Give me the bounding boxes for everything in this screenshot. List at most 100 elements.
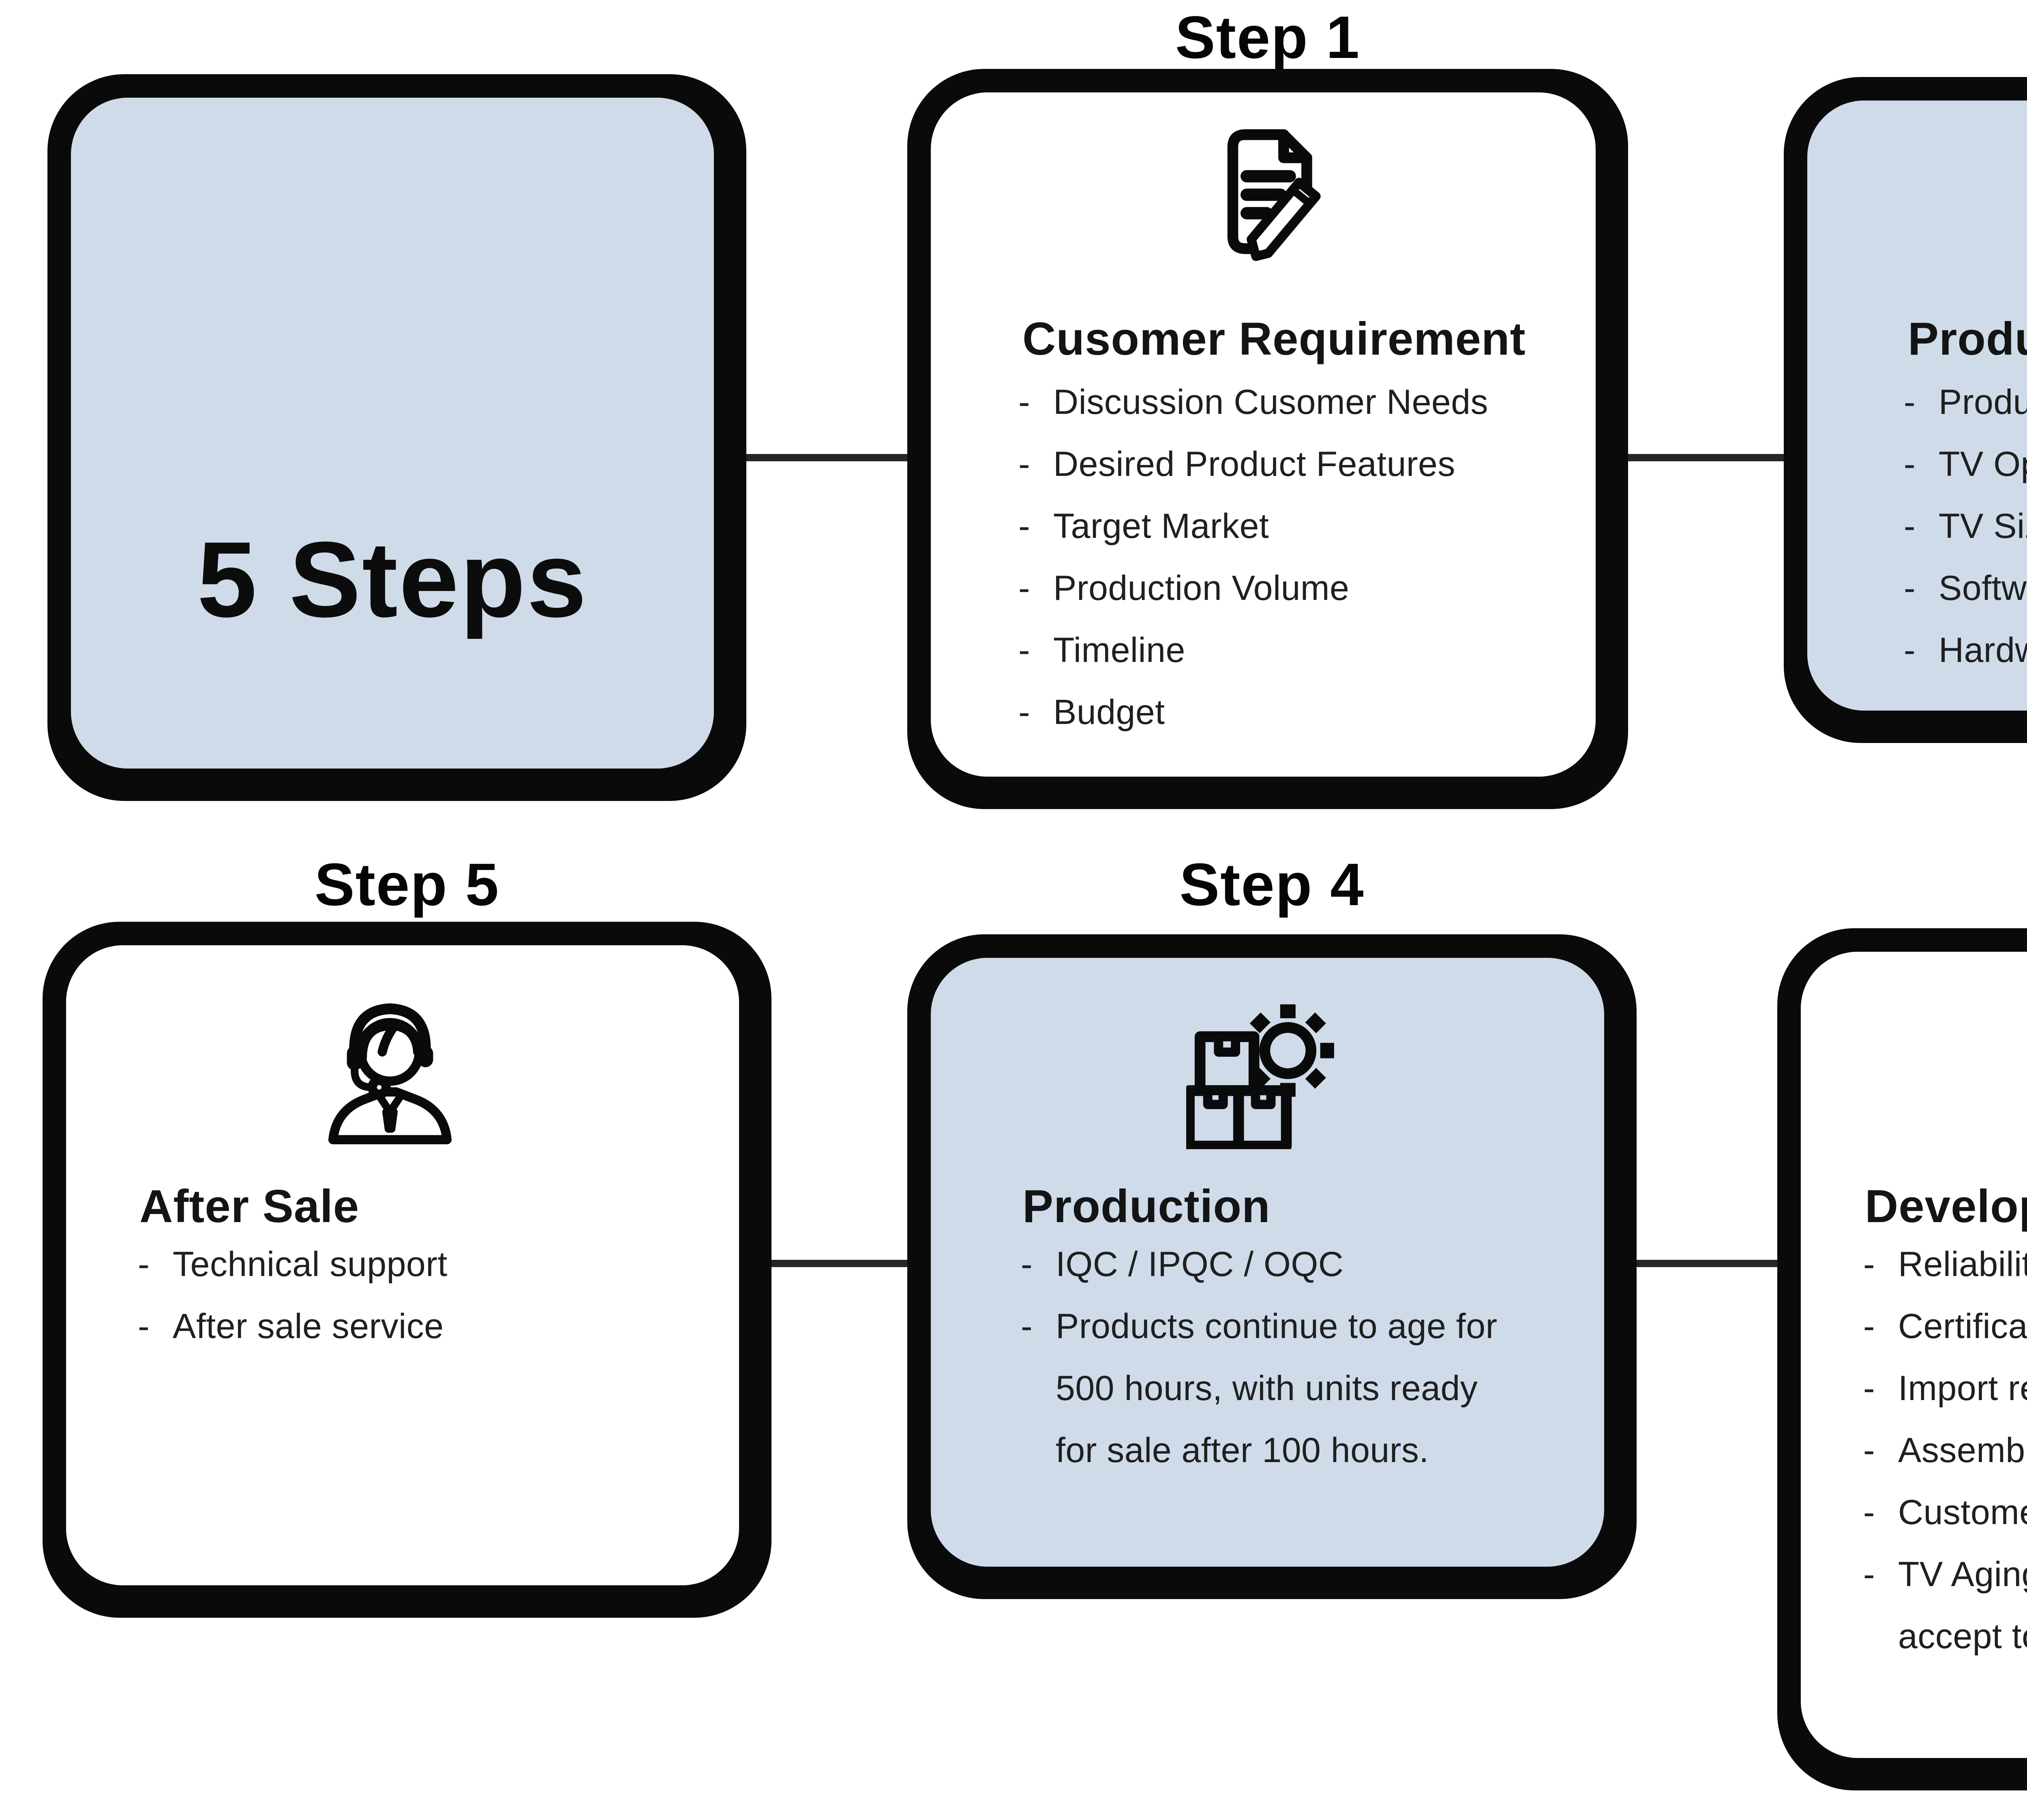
step1-title: Cusomer Requirement <box>1022 313 1526 365</box>
bullet-item: -Discussion Cusomer Needs <box>1018 371 1488 433</box>
bullet-item: -Hardware <box>1904 619 2027 681</box>
step5-card-body: After Sale -Technical support -After sal… <box>66 945 739 1585</box>
bullet-item: -Desired Product Features <box>1018 433 1488 495</box>
step1-card-body: Cusomer Requirement -Discussion Cusomer … <box>931 92 1596 777</box>
bullet-text: 500 hours, with units ready <box>1056 1369 1478 1408</box>
step1-label: Step 1 <box>1175 4 1361 71</box>
bullet-item: -Technical support <box>138 1233 448 1295</box>
bullet-item: -Certificate and license <box>1863 1295 2027 1358</box>
bullet-text: Import regulation apply <box>1898 1369 2027 1408</box>
step3-card-body: Development -Reliability test and materi… <box>1801 952 2027 1758</box>
bullet-dash: - <box>1904 507 1916 546</box>
step4-card: Production -IQC / IPQC / OQC -Products c… <box>907 934 1637 1599</box>
bullet-item: -IQC / IPQC / OQC <box>1021 1233 1498 1295</box>
step2-card: Product Selection -Product Customization… <box>1784 77 2027 743</box>
bullet-text: Budget <box>1053 693 1165 732</box>
step5-label: Step 5 <box>314 851 500 918</box>
bullet-text: IQC / IPQC / OQC <box>1056 1245 1344 1284</box>
bullet-dash: - <box>1018 569 1030 608</box>
bullet-text: Reliability test and material check <box>1898 1245 2027 1284</box>
bullet-item: -Product Customization <box>1904 371 2027 433</box>
support-agent-icon <box>313 990 467 1144</box>
bullet-item: -Software <box>1904 557 2027 619</box>
bullet-dash: - <box>1018 631 1030 670</box>
step2-card-body: Product Selection -Product Customization… <box>1807 101 2027 711</box>
bullet-continuation: accept to production <box>1863 1606 2027 1668</box>
bullet-dash: - <box>1863 1245 1875 1284</box>
step3-title: Development <box>1865 1181 2027 1232</box>
bullet-text: Desired Product Features <box>1053 445 1455 484</box>
bullet-item: -TV Size <box>1904 495 2027 557</box>
bullet-text: Assemble the sample TV <box>1898 1431 2027 1470</box>
bullet-dash: - <box>1021 1245 1033 1284</box>
bullet-continuation: for sale after 100 hours. <box>1021 1420 1498 1482</box>
step5-card: After Sale -Technical support -After sal… <box>43 922 771 1618</box>
bullet-dash: - <box>1018 445 1030 484</box>
bullet-dash: - <box>1904 631 1916 670</box>
bullet-text: Software <box>1939 569 2027 608</box>
bullet-item: -Customer sample evaluation <box>1863 1482 2027 1544</box>
bullet-item: -Production Volume <box>1018 557 1488 619</box>
step4-title: Production <box>1022 1181 1271 1232</box>
bullet-item: -Products continue to age for <box>1021 1295 1498 1358</box>
bullet-dash: - <box>1904 445 1916 484</box>
document-edit-icon <box>1194 121 1348 275</box>
boxes-gear-icon <box>1186 995 1340 1149</box>
step2-label: Step 2 <box>1784 4 2027 71</box>
bullet-item: -Budget <box>1018 681 1488 743</box>
bullet-dash: - <box>1863 1431 1875 1470</box>
bullet-text: Target Market <box>1053 507 1269 546</box>
bullet-text: Products continue to age for <box>1056 1307 1498 1346</box>
bullet-dash: - <box>138 1245 150 1284</box>
bullet-item: -TV Aging 300 hours, if pass <box>1863 1544 2027 1606</box>
bullet-item: -Import regulation apply <box>1863 1358 2027 1420</box>
bullet-dash: - <box>1904 569 1916 608</box>
bullet-dash: - <box>1021 1307 1033 1346</box>
bullet-dash: - <box>138 1307 150 1346</box>
bullet-text: accept to production <box>1898 1617 2027 1656</box>
bullet-text: TV Operation <box>1939 445 2027 484</box>
bullet-dash: - <box>1018 507 1030 546</box>
step3-label: Step 3 <box>1777 851 2027 918</box>
bullet-dash: - <box>1863 1307 1875 1346</box>
diagram-title-line1: 5 Steps <box>197 520 588 640</box>
step1-bullet-list: -Discussion Cusomer Needs -Desired Produ… <box>1018 371 1488 743</box>
bullet-text: for sale after 100 hours. <box>1056 1431 1429 1470</box>
bullet-dash: - <box>1863 1369 1875 1408</box>
step3-bullet-list: -Reliability test and material check -Ce… <box>1863 1233 2027 1668</box>
bullet-item: -Reliability test and material check <box>1863 1233 2027 1295</box>
bullet-text: Discussion Cusomer Needs <box>1053 383 1489 422</box>
bullet-item: -Target Market <box>1018 495 1488 557</box>
step3-card: Development -Reliability test and materi… <box>1777 928 2027 1790</box>
bullet-text: Timeline <box>1053 631 1185 670</box>
bullet-text: Production Volume <box>1053 569 1350 608</box>
step1-card: Cusomer Requirement -Discussion Cusomer … <box>907 69 1628 809</box>
bullet-text: Technical support <box>173 1245 448 1284</box>
title-card-body: 5 Steps OEM Process <box>71 98 714 1515</box>
bullet-text: Customer sample evaluation <box>1898 1493 2027 1532</box>
bullet-text: TV Aging 300 hours, if pass <box>1898 1555 2027 1594</box>
bullet-item: -Assemble the sample TV <box>1863 1420 2027 1482</box>
step2-title: Product Selection <box>1908 313 2027 365</box>
bullet-dash: - <box>1863 1555 1875 1594</box>
step4-card-body: Production -IQC / IPQC / OQC -Products c… <box>931 958 1604 1567</box>
step4-bullet-list: -IQC / IPQC / OQC -Products continue to … <box>1021 1233 1498 1482</box>
bullet-dash: - <box>1018 693 1030 732</box>
bullet-text: TV Size <box>1939 507 2027 546</box>
title-card: 5 Steps OEM Process <box>47 74 746 1515</box>
bullet-dash: - <box>1018 383 1030 422</box>
bullet-dash: - <box>1863 1493 1875 1532</box>
step2-bullet-list: -Product Customization -TV Operation -TV… <box>1904 371 2027 681</box>
bullet-text: Hardware <box>1939 631 2027 670</box>
bullet-item: -After sale service <box>138 1295 448 1358</box>
bullet-continuation: 500 hours, with units ready <box>1021 1358 1498 1420</box>
bullet-text: Certificate and license <box>1898 1307 2027 1346</box>
bullet-dash: - <box>1904 383 1916 422</box>
bullet-text: Product Customization <box>1939 383 2027 422</box>
step5-title: After Sale <box>139 1181 360 1232</box>
bullet-item: -TV Operation <box>1904 433 2027 495</box>
step5-bullet-list: -Technical support -After sale service <box>138 1233 448 1358</box>
step4-label: Step 4 <box>1179 851 1365 918</box>
bullet-text: After sale service <box>173 1307 444 1346</box>
